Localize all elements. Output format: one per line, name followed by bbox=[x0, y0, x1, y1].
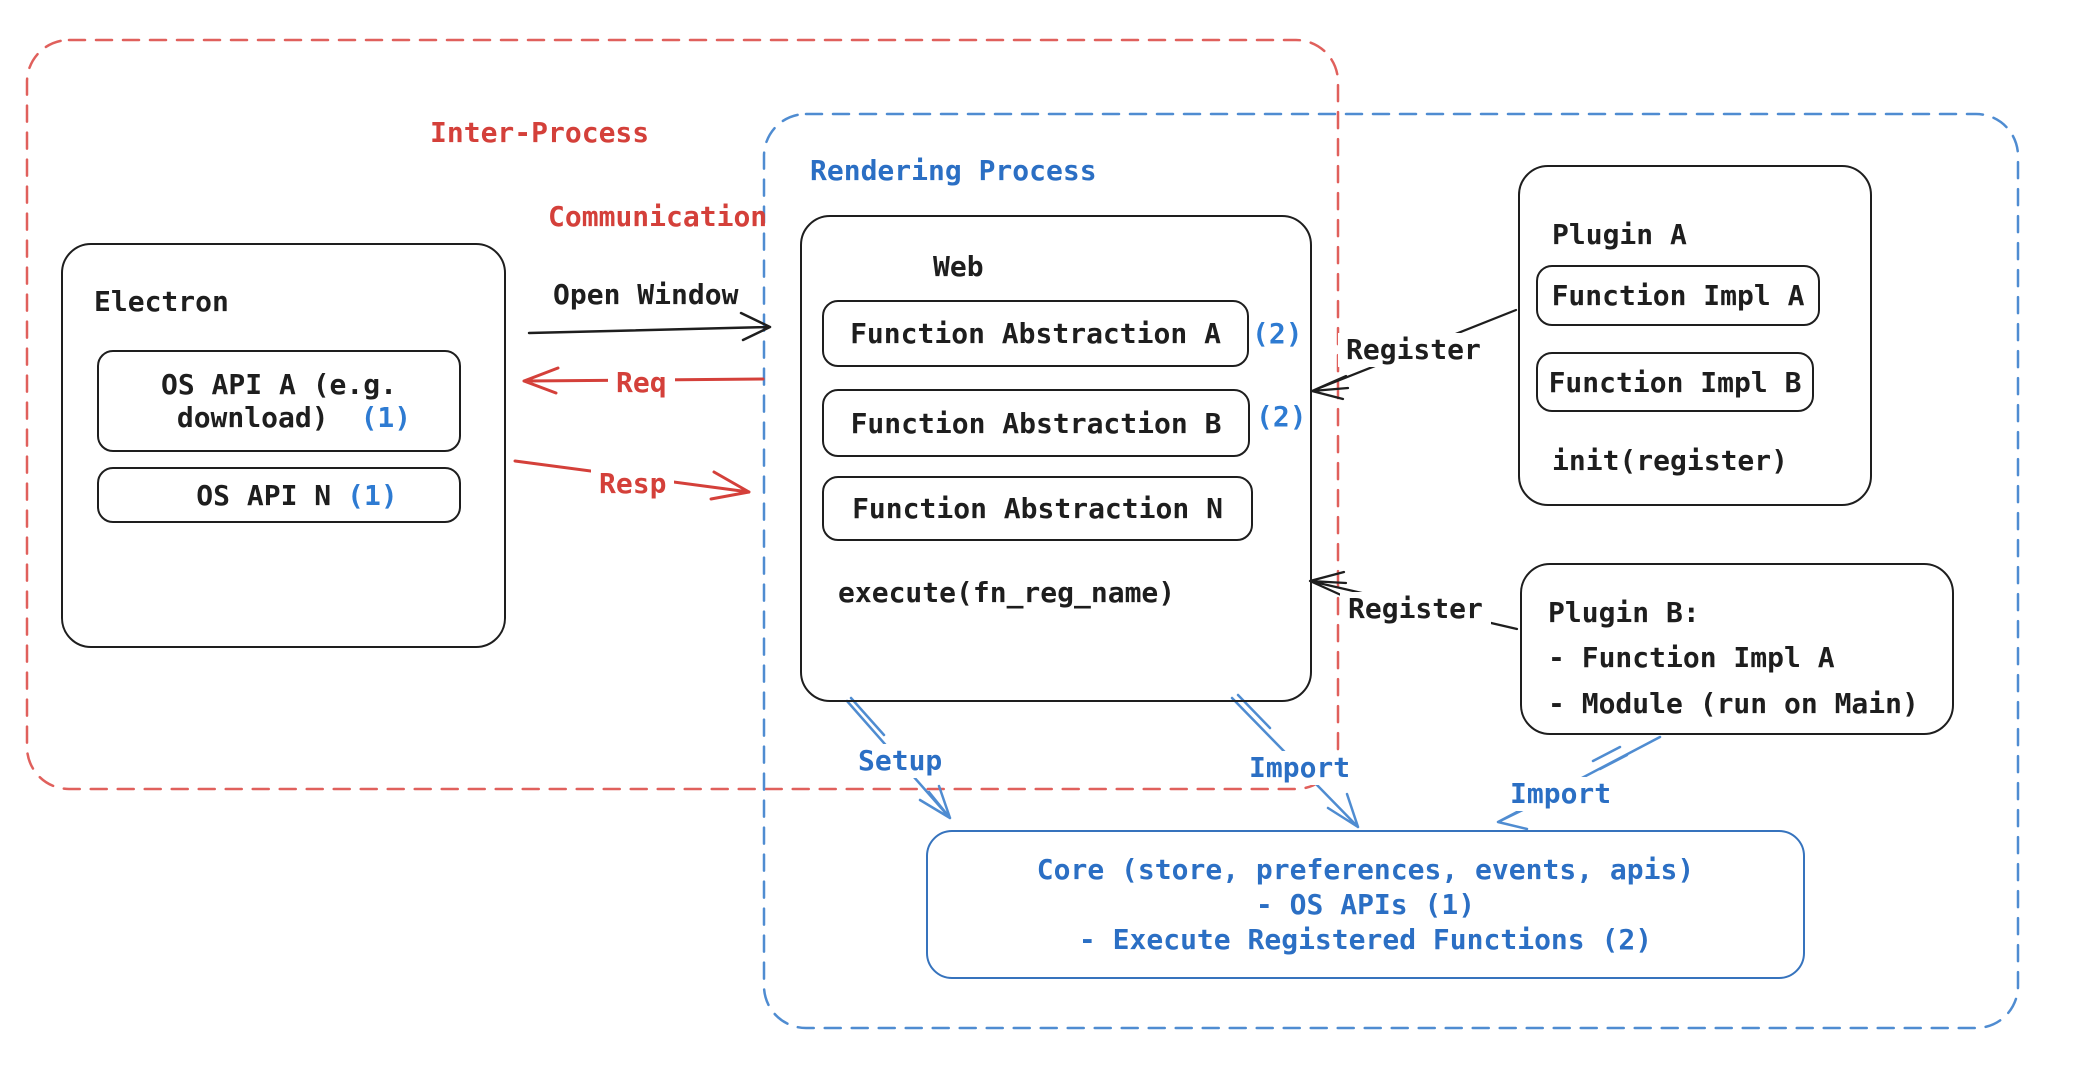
os-api-a-box: OS API A (e.g. download) (1) bbox=[97, 350, 461, 452]
ipc-region-title: Inter-Process Communication bbox=[430, 112, 767, 238]
web-title: Web bbox=[933, 250, 984, 283]
core-line-3: - Execute Registered Functions (2) bbox=[1078, 923, 1653, 956]
setup-label: Setup bbox=[850, 744, 951, 778]
core-box: Core (store, preferences, events, apis) … bbox=[926, 830, 1805, 979]
plugin-b-item-1: - Function Impl A bbox=[1548, 641, 1835, 674]
function-abstraction-a-ref: (2) bbox=[1252, 317, 1303, 350]
ipc-title-line1: Inter-Process bbox=[430, 116, 650, 149]
core-line-1: Core (store, preferences, events, apis) bbox=[1036, 853, 1695, 886]
plugin-b-box bbox=[1520, 563, 1954, 735]
web-box bbox=[800, 215, 1312, 702]
function-impl-a-box: Function Impl A bbox=[1536, 265, 1820, 326]
execute-label: execute(fn_reg_name) bbox=[838, 576, 1176, 609]
register-bottom-label: Register bbox=[1340, 592, 1491, 626]
function-abstraction-b-box: Function Abstraction B bbox=[822, 389, 1250, 457]
ipc-title-line2: Communication bbox=[548, 200, 768, 233]
plugin-b-title: Plugin B: bbox=[1548, 596, 1700, 629]
open-window-arrow bbox=[527, 311, 772, 342]
os-api-a-line1: OS API A (e.g. bbox=[160, 368, 397, 401]
plugin-b-item-2: - Module (run on Main) bbox=[1548, 687, 1919, 720]
os-api-n-box: OS API N (1) bbox=[97, 467, 461, 523]
function-impl-b-box: Function Impl B bbox=[1536, 352, 1814, 412]
rendering-region-title: Rendering Process bbox=[810, 154, 1097, 187]
os-api-a-line2-text: download) bbox=[176, 401, 329, 434]
function-abstraction-n-box: Function Abstraction N bbox=[822, 476, 1253, 541]
os-api-n-ref: (1) bbox=[347, 478, 398, 512]
import-right-label: Import bbox=[1502, 777, 1620, 811]
core-line-2: - OS APIs (1) bbox=[1255, 888, 1476, 921]
import-mid-label: Import bbox=[1241, 751, 1359, 785]
os-api-a-line2: download) (1) bbox=[147, 401, 411, 434]
os-api-a-ref: (1) bbox=[360, 401, 412, 434]
register-top-label: Register bbox=[1338, 333, 1489, 367]
resp-label: Resp bbox=[591, 467, 675, 501]
plugin-a-box bbox=[1518, 165, 1872, 506]
os-api-n-label: OS API N bbox=[196, 478, 332, 512]
req-label: Req bbox=[608, 366, 675, 400]
open-window-label: Open Window bbox=[553, 278, 739, 311]
ipc-region-frame bbox=[25, 38, 1340, 791]
rendering-region-frame bbox=[762, 112, 2020, 1030]
function-abstraction-b-ref: (2) bbox=[1256, 400, 1307, 433]
plugin-a-init-label: init(register) bbox=[1552, 444, 1789, 477]
electron-box bbox=[61, 243, 506, 648]
electron-title: Electron bbox=[94, 285, 229, 318]
plugin-a-title: Plugin A bbox=[1552, 218, 1687, 251]
function-abstraction-a-box: Function Abstraction A bbox=[822, 300, 1249, 367]
